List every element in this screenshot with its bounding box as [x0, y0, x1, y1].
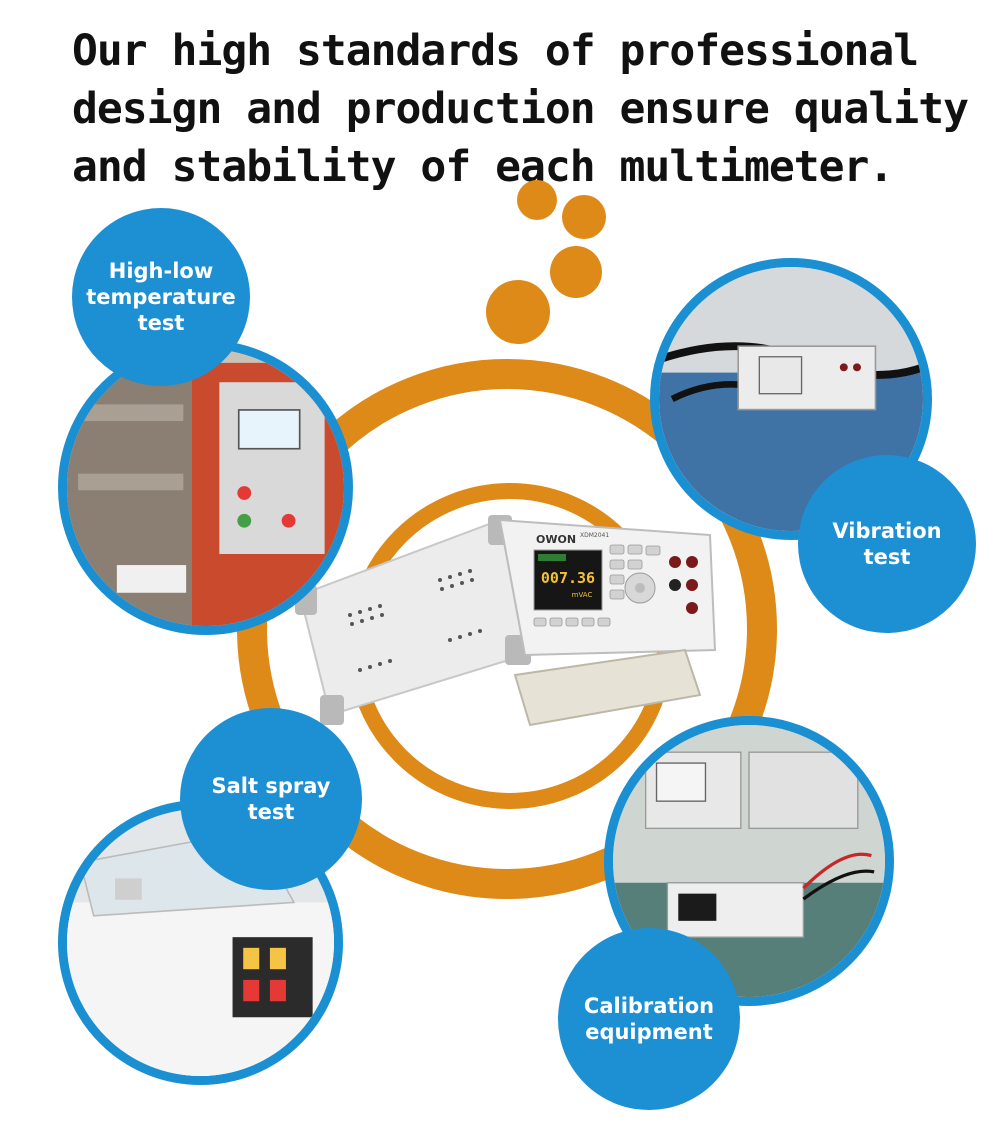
salt-line-1: Salt spray: [211, 774, 331, 798]
temperature-test-label: High-low temperature test: [72, 208, 250, 386]
vibration-line-2: test: [863, 545, 911, 569]
calibration-equipment-label: Calibration equipment: [558, 928, 740, 1110]
vibration-line-1: Vibration: [832, 519, 942, 543]
headline-line-1: Our high standards of professional: [72, 26, 919, 76]
temperature-line-3: test: [137, 311, 185, 335]
headline-line-2: design and production ensure quality: [72, 84, 969, 134]
device-reading: 007.36: [541, 569, 595, 587]
temperature-line-1: High-low: [108, 259, 214, 283]
orange-dot: [517, 180, 557, 220]
device-unit: mVAC: [572, 591, 593, 599]
calibration-line-1: Calibration: [583, 994, 715, 1018]
headline: Our high standards of professional desig…: [72, 22, 972, 196]
device-brand: OWON: [536, 533, 576, 546]
orange-dot: [550, 246, 602, 298]
orange-dot: [486, 280, 550, 344]
salt-spray-test-label: Salt spray test: [180, 708, 362, 890]
multimeter-illustration: 007.36 mVAC OWON XDM2041: [290, 500, 730, 740]
device-model: XDM2041: [580, 532, 609, 539]
headline-line-3: and stability of each multimeter.: [72, 142, 894, 192]
salt-line-2: test: [247, 800, 295, 824]
orange-dot: [562, 195, 606, 239]
calibration-line-2: equipment: [585, 1020, 713, 1044]
temperature-chamber-photo: [58, 340, 353, 635]
temperature-line-2: temperature: [86, 285, 236, 309]
vibration-test-label: Vibration test: [798, 455, 976, 633]
